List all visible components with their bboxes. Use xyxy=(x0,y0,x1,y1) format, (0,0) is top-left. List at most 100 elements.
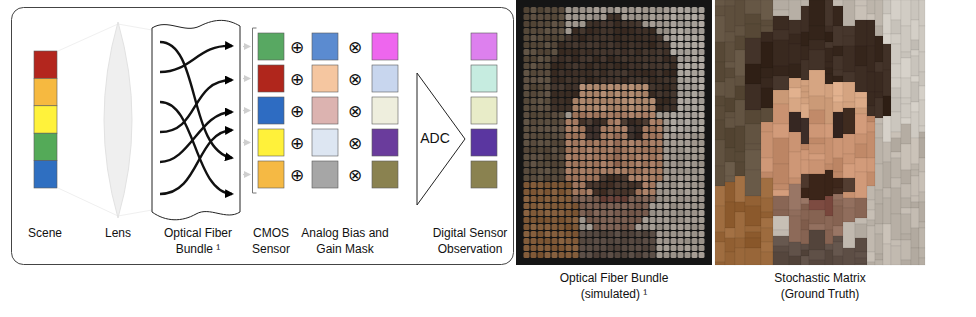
fiber-core xyxy=(524,119,530,125)
fiber-core xyxy=(531,252,537,258)
matrix-block xyxy=(875,118,883,124)
fiber-core xyxy=(629,217,635,223)
matrix-block xyxy=(761,68,773,78)
fiber-core xyxy=(650,161,656,167)
fiber-core xyxy=(629,98,635,104)
matrix-block xyxy=(833,6,843,26)
fiber-core xyxy=(545,49,551,55)
bias-pixel xyxy=(312,65,338,92)
fiber-core xyxy=(629,182,635,188)
fiber-core xyxy=(650,28,656,34)
matrix-block xyxy=(735,76,745,86)
matrix-block xyxy=(883,0,891,14)
matrix-block xyxy=(867,116,875,122)
matrix-block xyxy=(855,218,867,224)
fiber-core xyxy=(531,42,537,48)
fiber-core xyxy=(531,147,537,153)
fiber-core xyxy=(538,70,544,76)
fiber-core xyxy=(678,98,684,104)
fiber-core xyxy=(664,77,670,83)
fiber-core xyxy=(657,224,663,230)
matrix-block xyxy=(855,224,867,238)
matrix-block xyxy=(919,228,925,248)
stage-label: Optical Fiber Bundle ¹ xyxy=(164,226,232,256)
stage-label-box: CMOS Sensor xyxy=(244,225,298,257)
matrix-block xyxy=(855,0,867,6)
fiber-core xyxy=(671,119,677,125)
fiber-core xyxy=(615,42,621,48)
fiber-core xyxy=(678,140,684,146)
fiber-core xyxy=(594,56,600,62)
fiber-core xyxy=(643,175,649,181)
matrix-block xyxy=(825,98,833,124)
add-symbol-box: ⊕ xyxy=(287,37,307,57)
fiber-core xyxy=(594,147,600,153)
fiber-core xyxy=(545,21,551,27)
stochastic-matrix-photo xyxy=(715,0,925,265)
fiber-core xyxy=(636,210,642,216)
fiber-core xyxy=(699,14,705,20)
fiber-core xyxy=(643,189,649,195)
fiber-core xyxy=(552,21,558,27)
matrix-block xyxy=(855,264,867,265)
fiber-core xyxy=(531,245,537,251)
fiber-core xyxy=(636,119,642,125)
fiber-core xyxy=(531,217,537,223)
matrix-block xyxy=(901,208,911,214)
matrix-block xyxy=(725,62,735,68)
fiber-path xyxy=(160,80,232,132)
matrix-block xyxy=(919,52,925,72)
add-symbol-box: ⊕ xyxy=(287,101,307,121)
matrix-block xyxy=(855,92,867,98)
fiber-core xyxy=(587,224,593,230)
fiber-core xyxy=(524,49,530,55)
bias-pixel xyxy=(312,97,338,124)
matrix-block xyxy=(825,124,833,138)
matrix-block xyxy=(855,238,867,252)
fiber-core xyxy=(587,252,593,258)
fiber-core xyxy=(699,7,705,13)
matrix-block xyxy=(855,6,867,20)
matrix-block xyxy=(855,258,867,264)
matrix-block xyxy=(867,46,875,72)
matrix-block xyxy=(789,34,801,44)
fiber-core xyxy=(545,245,551,251)
fiber-core xyxy=(594,21,600,27)
fiber-core xyxy=(615,105,621,111)
fiber-core xyxy=(699,161,705,167)
fiber-core xyxy=(580,175,586,181)
fiber-core xyxy=(615,84,621,90)
fiber-core xyxy=(580,7,586,13)
fiber-core xyxy=(552,42,558,48)
matrix-block xyxy=(825,170,833,196)
matrix-block xyxy=(801,204,809,210)
fiber-core xyxy=(664,140,670,146)
fiber-core xyxy=(580,91,586,97)
fiber-core xyxy=(559,49,565,55)
fiber-core xyxy=(643,77,649,83)
fiber-core xyxy=(643,224,649,230)
matrix-block xyxy=(891,188,901,214)
fiber-core xyxy=(580,105,586,111)
stage-label-box: Optical Fiber Bundle ¹ xyxy=(153,225,243,257)
fiber-core xyxy=(664,203,670,209)
fiber-core xyxy=(587,147,593,153)
fiber-core xyxy=(671,175,677,181)
fiber-core xyxy=(622,231,628,237)
fiber-core xyxy=(650,154,656,160)
fiber-core xyxy=(657,56,663,62)
fiber-core xyxy=(538,84,544,90)
matrix-block xyxy=(809,160,825,174)
matrix-block xyxy=(801,250,809,256)
fiber-core xyxy=(685,217,691,223)
matrix-block xyxy=(919,202,925,222)
fiber-core xyxy=(657,147,663,153)
fiber-core xyxy=(643,49,649,55)
matrix-block xyxy=(825,42,833,48)
fiber-core xyxy=(643,42,649,48)
fiber-core xyxy=(678,203,684,209)
fiber-core xyxy=(657,238,663,244)
fiber-core xyxy=(692,238,698,244)
matrix-block xyxy=(825,62,833,68)
